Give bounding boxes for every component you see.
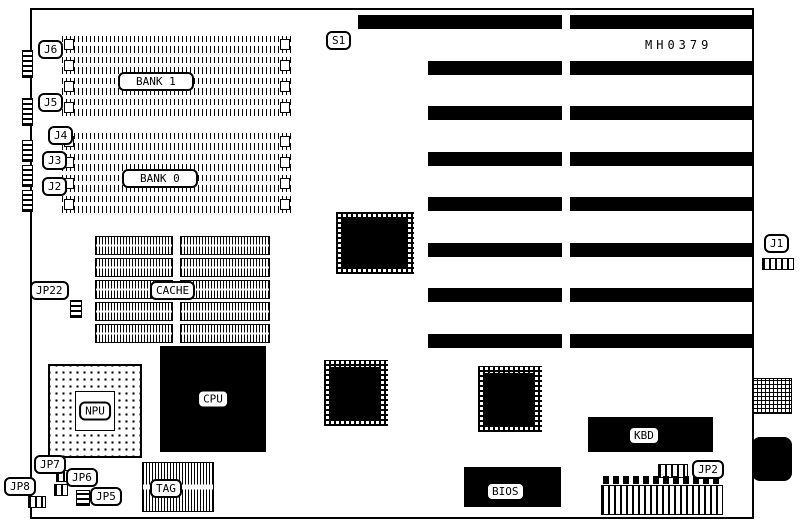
npu-socket: NPU: [48, 364, 142, 458]
isa-slot: [570, 106, 752, 120]
isa-slot: [570, 197, 752, 211]
power-connector: [601, 485, 723, 515]
jp5-jumper: [76, 490, 90, 506]
cache-chip: [95, 236, 173, 255]
part-number: MH0379: [645, 38, 713, 52]
j4-connector: [22, 140, 33, 162]
isa-slot: [570, 334, 752, 348]
tag-label: TAG: [150, 479, 182, 498]
power-connector-pins: [603, 476, 721, 484]
j3-connector: [22, 165, 33, 187]
board-outline: [30, 8, 754, 519]
isa-slot: [428, 334, 562, 348]
isa-slot: [428, 152, 562, 166]
cache-chip: [180, 302, 270, 321]
bios-label: BIOS: [486, 482, 525, 501]
chipset-ic: [478, 366, 542, 432]
isa-slot: [428, 243, 562, 257]
cache-chip: [95, 324, 173, 343]
j2-connector: [22, 190, 33, 212]
isa-slot: [570, 15, 752, 29]
simm-socket: [62, 99, 292, 116]
j3-label: J3: [42, 151, 68, 170]
jp22-jumper: [70, 300, 82, 318]
jp7-label: JP7: [34, 455, 66, 474]
simm-socket: [62, 57, 292, 74]
cache-label: CACHE: [150, 281, 196, 300]
isa-slot: [358, 15, 562, 29]
j5-label: J5: [38, 93, 64, 112]
jp2-label: JP2: [692, 460, 724, 479]
j1-connector: [762, 258, 794, 270]
isa-slot: [570, 61, 752, 75]
simm-socket: [62, 133, 292, 150]
simm-socket: [62, 36, 292, 53]
j2-label: J2: [42, 177, 68, 196]
kbd-label: KBD: [628, 426, 660, 445]
bank1-label: BANK 1: [118, 72, 194, 91]
isa-slot: [428, 197, 562, 211]
bank0-label: BANK 0: [122, 169, 198, 188]
jp8-jumper: [28, 496, 46, 508]
cpu-label: CPU: [197, 389, 229, 409]
j6-connector: [22, 50, 33, 78]
j6-label: J6: [38, 40, 64, 59]
isa-slot: [570, 288, 752, 302]
j4-label: J4: [48, 126, 74, 145]
simm-socket: [62, 196, 292, 213]
jp5-label: JP5: [90, 487, 122, 506]
keyboard-din-connector: [752, 437, 792, 481]
isa-slot: [428, 61, 562, 75]
cache-chip: [180, 324, 270, 343]
j1-label: J1: [764, 234, 790, 253]
simm-socket: [62, 154, 292, 171]
cache-chip: [95, 258, 173, 277]
cache-chip: [180, 236, 270, 255]
isa-slot: [570, 243, 752, 257]
jp22-label: JP22: [30, 281, 69, 300]
chipset-ic: [336, 212, 414, 274]
cache-chip: [180, 258, 270, 277]
j5-connector: [22, 98, 33, 126]
isa-slot: [428, 288, 562, 302]
right-edge-connector: [752, 378, 792, 414]
chipset-ic: [324, 360, 388, 426]
jp6-label: JP6: [66, 468, 98, 487]
jp8-label: JP8: [4, 477, 36, 496]
isa-slot: [570, 152, 752, 166]
s1-label: S1: [326, 31, 352, 50]
npu-label: NPU: [79, 401, 111, 421]
cpu-chip: CPU: [160, 346, 266, 452]
cache-chip: [95, 302, 173, 321]
jp6-jumper: [54, 484, 68, 496]
isa-slot: [428, 106, 562, 120]
